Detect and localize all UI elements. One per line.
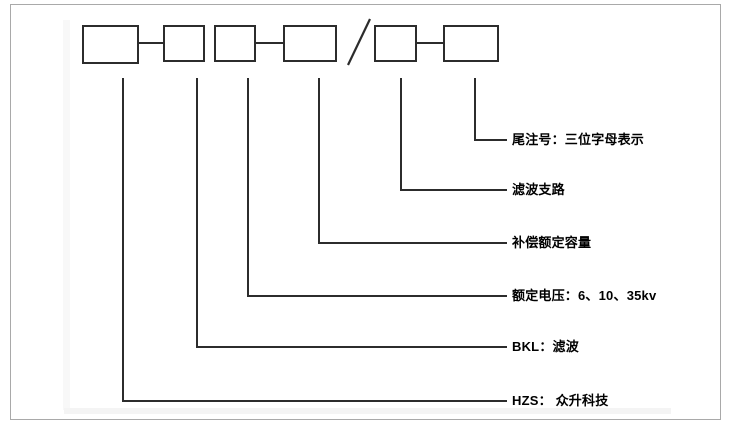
- label-bkl-meaning: BKL：滤波: [512, 339, 579, 354]
- label-compensation-rated-capacity: 补偿额定容量: [512, 235, 592, 250]
- box-connector-1-2: [139, 42, 163, 44]
- scan-artifact-bottom: [64, 408, 671, 414]
- leader-line-tail-note-h: [474, 139, 507, 141]
- leader-line-hzs-h: [122, 400, 507, 402]
- label-rated-voltage: 额定电压：6、10、35kv: [512, 288, 657, 303]
- box-connector-3-4: [256, 42, 283, 44]
- leader-line-bkl-v: [196, 78, 198, 348]
- scan-artifact-vertical: [63, 20, 70, 410]
- leader-line-rated-voltage-v: [247, 78, 249, 297]
- box-connector-5-6: [417, 42, 443, 44]
- leader-line-rated-voltage-h: [247, 295, 507, 297]
- leader-line-filter-branch-h: [400, 189, 507, 191]
- code-box-3: [214, 25, 256, 62]
- leader-line-rated-capacity-v: [318, 78, 320, 244]
- label-hzs-meaning: HZS： 众升科技: [512, 393, 609, 408]
- code-box-4: [283, 25, 337, 62]
- code-box-5: [374, 25, 417, 62]
- leader-line-rated-capacity-h: [318, 242, 507, 244]
- code-box-6: [443, 25, 499, 62]
- label-tail-note: 尾注号：三位字母表示: [512, 132, 645, 147]
- slash-separator-icon: [347, 18, 371, 66]
- code-box-2: [163, 25, 205, 62]
- leader-line-hzs-v: [122, 78, 124, 402]
- leader-line-tail-note-v: [474, 78, 476, 141]
- leader-line-filter-branch-v: [400, 78, 402, 191]
- label-filter-branch: 滤波支路: [512, 182, 565, 197]
- page-border-frame: [10, 4, 721, 420]
- leader-line-bkl-h: [196, 346, 507, 348]
- code-box-1: [82, 25, 139, 64]
